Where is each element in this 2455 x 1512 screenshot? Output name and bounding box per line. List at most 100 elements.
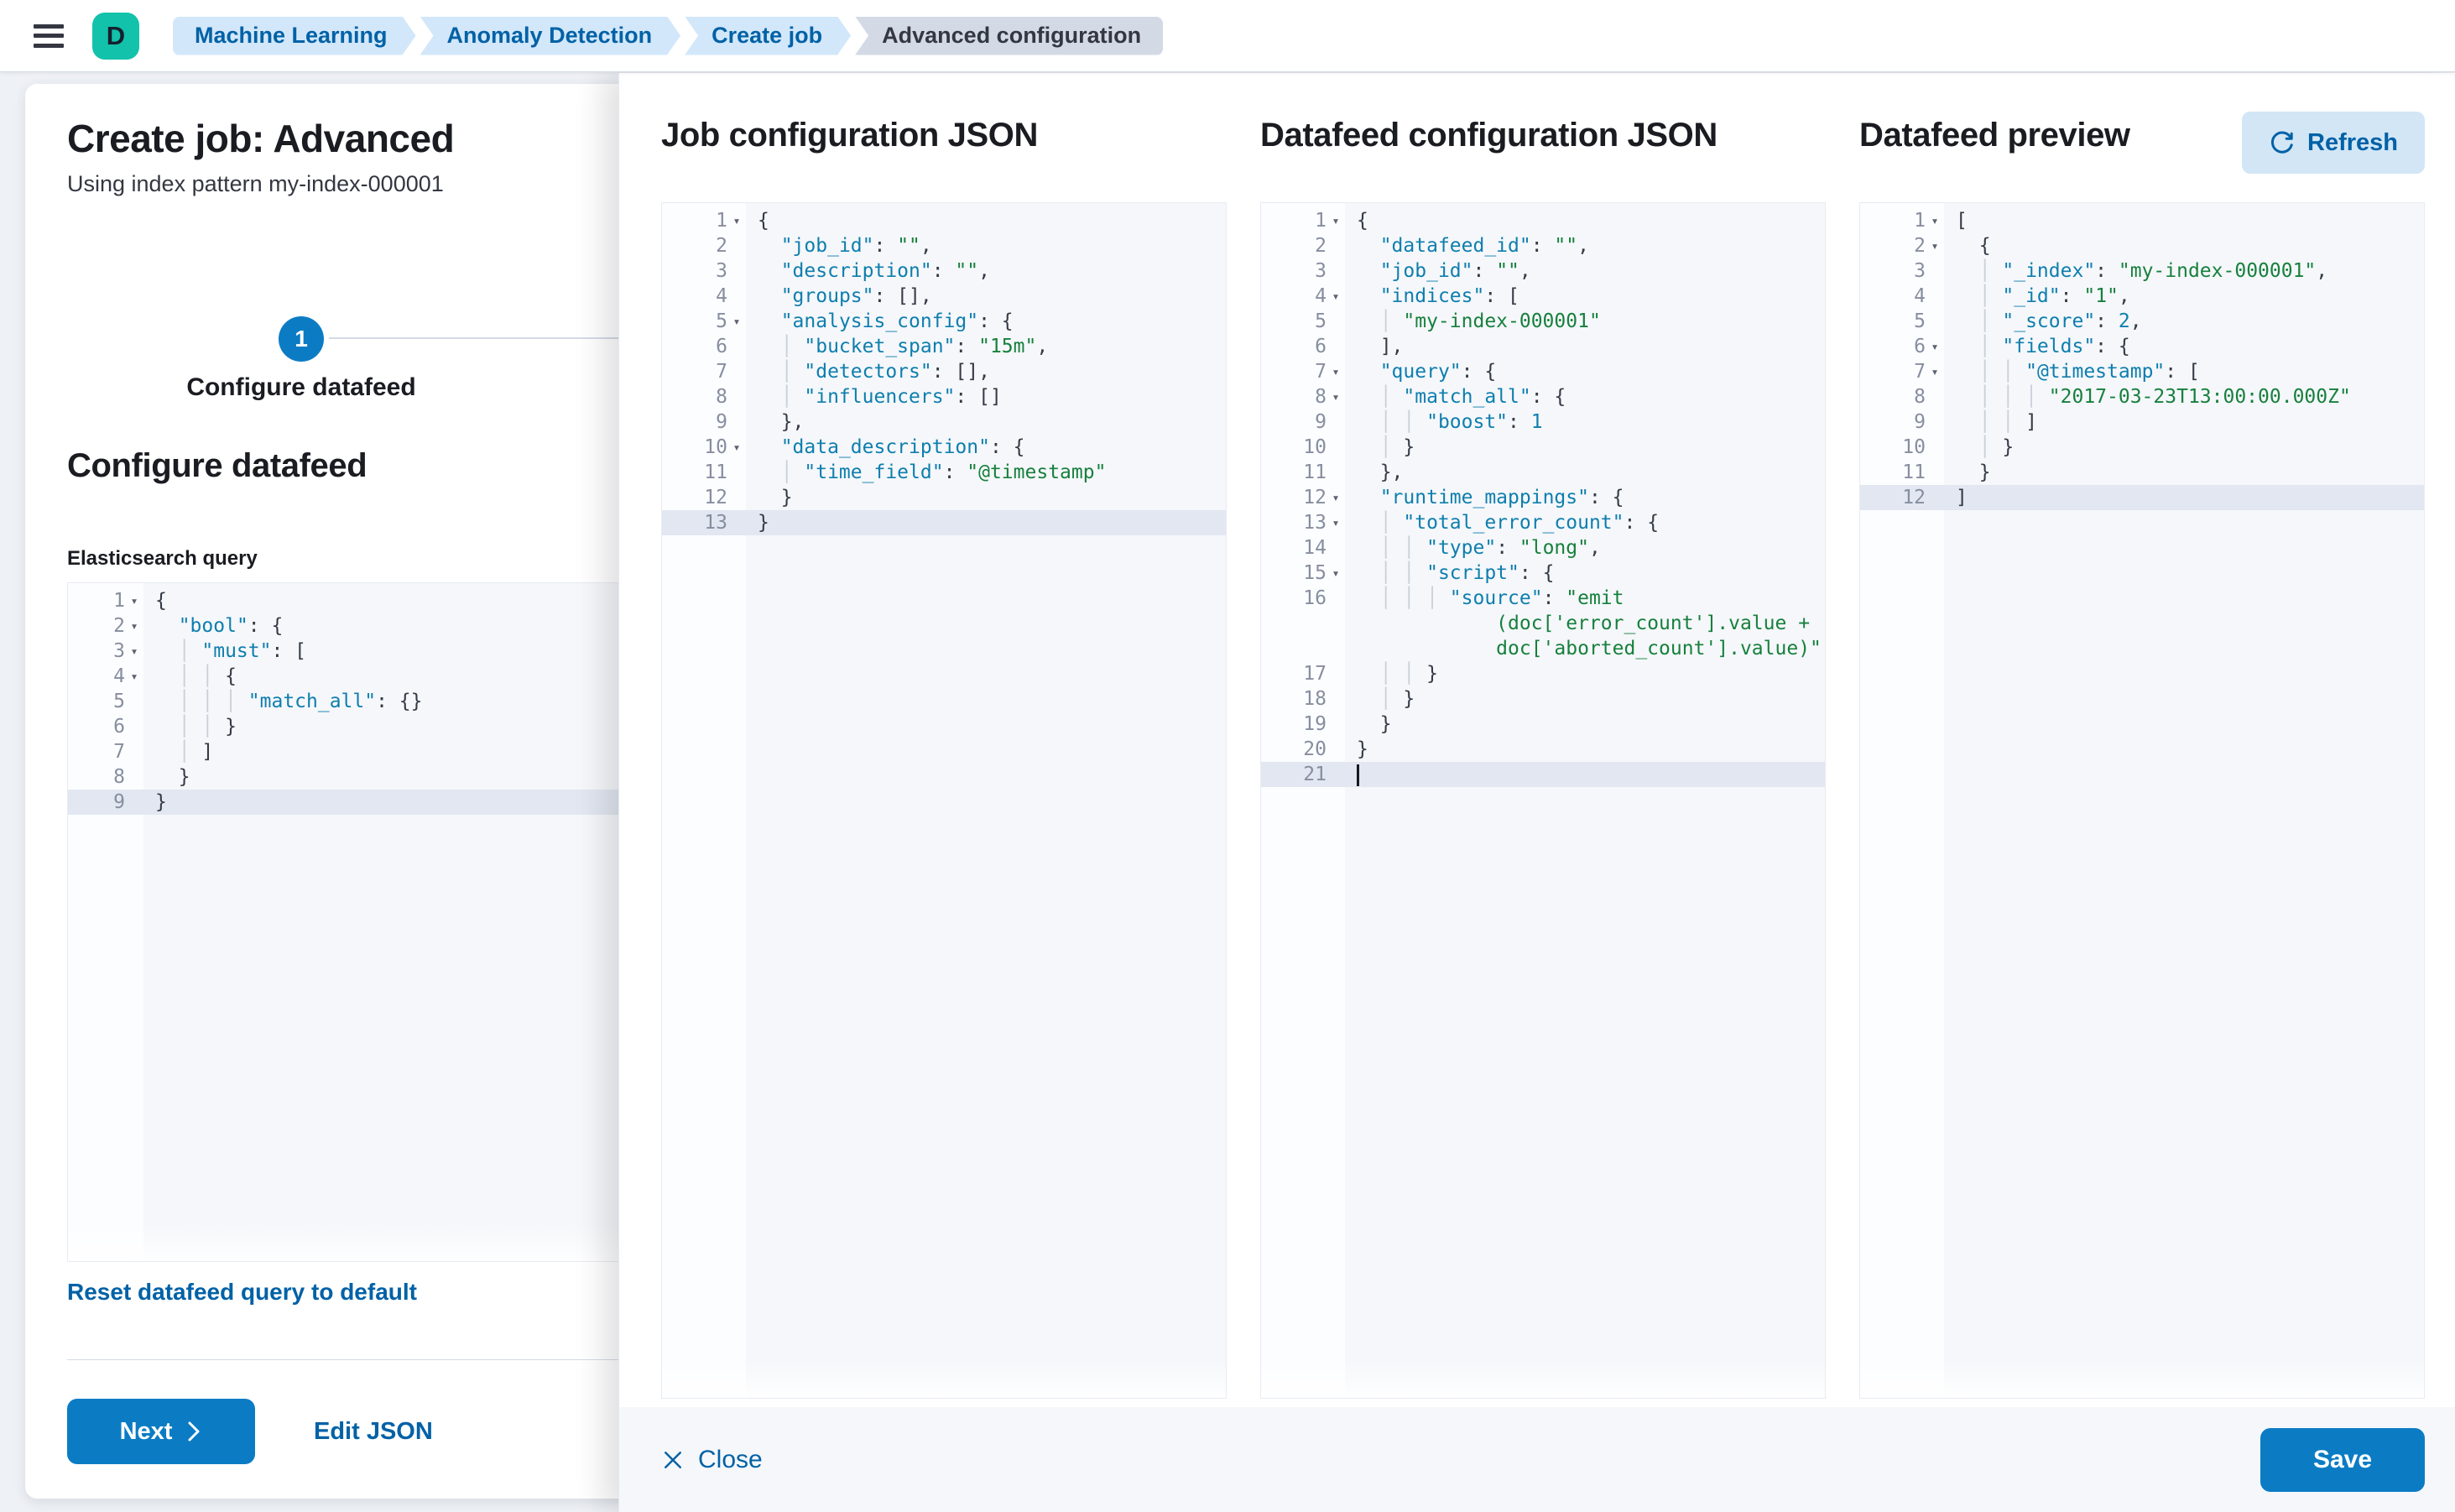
fold-toggle-icon[interactable]: ▾	[130, 618, 138, 633]
datafeed-preview-column: Datafeed preview Refresh 1▾[2▾ {3 │ "_in…	[1859, 110, 2425, 1399]
fold-toggle-icon[interactable]: ▾	[1332, 289, 1340, 304]
fold-toggle-icon[interactable]: ▾	[1332, 566, 1340, 581]
editor-line: 12]	[1860, 485, 2424, 510]
editor-line: 6 │ │ }	[113, 716, 237, 738]
editor-line: 21	[1261, 762, 1825, 787]
editor-line: 1▾{	[716, 210, 769, 232]
editor-line: 19 }	[1303, 713, 1392, 735]
elasticsearch-query-label: Elasticsearch query	[67, 547, 258, 570]
editor-line: 10 │ }	[1303, 436, 1415, 458]
editor-line: 1▾[	[1914, 210, 1968, 232]
editor-line: 3▾ │ "must": [	[113, 640, 307, 662]
editor-line: 13▾ │ "total_error_count": {	[1303, 512, 1660, 534]
editor-line: 9 │ │ ]	[1914, 411, 2037, 433]
editor-line: 9}	[68, 790, 637, 815]
flyout-footer: Close Save	[619, 1407, 2455, 1512]
editor-line: 4 │ "_id": "1",	[1914, 285, 2130, 307]
divider	[67, 1359, 671, 1360]
editor-line: 9 },	[716, 411, 805, 433]
fold-toggle-icon[interactable]: ▾	[1332, 213, 1340, 228]
editor-line: 15▾ │ │ "script": {	[1303, 562, 1555, 584]
breadcrumb-item-advanced-configuration: Advanced configuration	[855, 16, 1164, 55]
step-1-label: Configure datafeed	[186, 373, 416, 401]
editor-line: 7▾ │ │ "@timestamp": [	[1914, 361, 2200, 383]
editor-line: 3 "description": "",	[716, 260, 990, 282]
datafeed-config-editor[interactable]: 1▾{ 2 "datafeed_id": "", 3 "job_id": "", 4▾…	[1260, 202, 1826, 1399]
editor-line: doc['aborted_count'].value)"	[1357, 638, 1822, 660]
json-editor-flyout: Job configuration JSON 1▾{ 2 "job_id": ""…	[618, 73, 2455, 1512]
fold-toggle-icon[interactable]: ▾	[130, 669, 138, 684]
datafeed-config-column: Datafeed configuration JSON 1▾{ 2 "datafe…	[1260, 110, 1826, 1399]
fold-toggle-icon[interactable]: ▾	[130, 644, 138, 659]
editor-line: 4▾ │ │ {	[113, 665, 237, 687]
editor-line: 11 }	[1902, 461, 1991, 483]
editor-line: 5 │ "_score": 2,	[1914, 310, 2142, 332]
datafeed-preview-editor[interactable]: 1▾[2▾ {3 │ "_index": "my-index-000001",4…	[1859, 202, 2425, 1399]
fold-toggle-icon[interactable]: ▾	[1931, 238, 1939, 253]
fold-toggle-icon[interactable]: ▾	[732, 213, 741, 228]
refresh-button[interactable]: Refresh	[2242, 112, 2425, 174]
editor-line: 13}	[662, 510, 1226, 535]
close-button[interactable]: Close	[661, 1446, 763, 1474]
fold-toggle-icon[interactable]: ▾	[1931, 339, 1939, 354]
create-job-panel: Create job: Advanced Using index pattern…	[25, 84, 671, 1499]
editor-line: 11 │ "time_field": "@timestamp"	[704, 461, 1107, 483]
elasticsearch-query-editor[interactable]: 1▾{2▾ "bool": {3▾ │ "must": [4▾ │ │ {5 │…	[67, 582, 638, 1262]
editor-line: (doc['error_count'].value +	[1357, 613, 1811, 634]
reset-datafeed-query-link[interactable]: Reset datafeed query to default	[67, 1279, 417, 1305]
editor-line: 4▾ "indices": [	[1315, 285, 1519, 307]
editor-line: 7 │ ]	[113, 741, 214, 763]
fold-toggle-icon[interactable]: ▾	[130, 593, 138, 608]
editor-line: 8 }	[113, 766, 190, 788]
editor-line: 20}	[1303, 738, 1368, 760]
job-config-editor[interactable]: 1▾{2 "job_id": "",3 "description": "",4 …	[661, 202, 1227, 1399]
editor-line: 6 ],	[1315, 336, 1404, 357]
editor-line: 8▾ │ "match_all": {	[1315, 386, 1566, 408]
fold-toggle-icon[interactable]: ▾	[1332, 515, 1340, 530]
space-avatar[interactable]: D	[92, 12, 139, 60]
menu-icon[interactable]	[34, 23, 64, 48]
editor-line: 1▾{	[1315, 210, 1368, 232]
editor-line: 6 │ "bucket_span": "15m",	[716, 336, 1049, 357]
editor-line: 10 │ }	[1902, 436, 2015, 458]
datafeed-preview-title: Datafeed preview	[1859, 117, 2130, 154]
editor-line: 2 "job_id": "",	[716, 235, 932, 257]
editor-line: 2 "datafeed_id": "",	[1315, 235, 1589, 257]
page-title: Create job: Advanced	[67, 117, 455, 160]
editor-line: 5 │ │ │ "match_all": {}	[113, 691, 423, 712]
editor-line: 7 │ "detectors": [],	[716, 361, 990, 383]
fold-toggle-icon[interactable]: ▾	[732, 314, 741, 329]
chevron-right-icon	[188, 1421, 200, 1442]
editor-line: 9 │ │ "boost": 1	[1315, 411, 1543, 433]
editor-line: 6▾ │ "fields": {	[1914, 336, 2130, 357]
edit-json-link[interactable]: Edit JSON	[314, 1417, 433, 1445]
fold-toggle-icon[interactable]: ▾	[1332, 389, 1340, 404]
editor-line: 5 │ "my-index-000001"	[1315, 310, 1601, 332]
job-config-title: Job configuration JSON	[661, 117, 1038, 154]
save-button[interactable]: Save	[2260, 1427, 2425, 1492]
section-title: Configure datafeed	[67, 447, 367, 484]
fold-toggle-icon[interactable]: ▾	[732, 440, 741, 455]
fold-toggle-icon[interactable]: ▾	[1332, 490, 1340, 505]
editor-line: 7▾ "query": {	[1315, 361, 1497, 383]
fold-toggle-icon[interactable]: ▾	[1931, 364, 1939, 379]
editor-line: 8 │ "influencers": []	[716, 386, 1002, 408]
breadcrumb-item-anomaly-detection[interactable]: Anomaly Detection	[420, 17, 681, 55]
breadcrumb-item-create-job[interactable]: Create job	[685, 17, 851, 55]
editor-line: 12▾ "runtime_mappings": {	[1303, 487, 1624, 508]
next-button[interactable]: Next	[67, 1399, 255, 1464]
step-1-indicator[interactable]: 1	[279, 316, 324, 362]
fold-toggle-icon[interactable]: ▾	[1332, 364, 1340, 379]
refresh-icon	[2270, 131, 2293, 154]
editor-line: 3 "job_id": "",	[1315, 260, 1531, 282]
wizard-steps: 1 Configure datafeed	[67, 296, 671, 401]
editor-line: 2▾ "bool": {	[113, 615, 284, 637]
breadcrumb-item-machine-learning[interactable]: Machine Learning	[173, 17, 416, 55]
fold-toggle-icon[interactable]: ▾	[1931, 213, 1939, 228]
step-connector-line	[329, 337, 671, 339]
editor-line: 16 │ │ │ "source": "emit	[1303, 587, 1624, 609]
editor-line: 5▾ "analysis_config": {	[716, 310, 1014, 332]
datafeed-config-title: Datafeed configuration JSON	[1260, 117, 1717, 154]
